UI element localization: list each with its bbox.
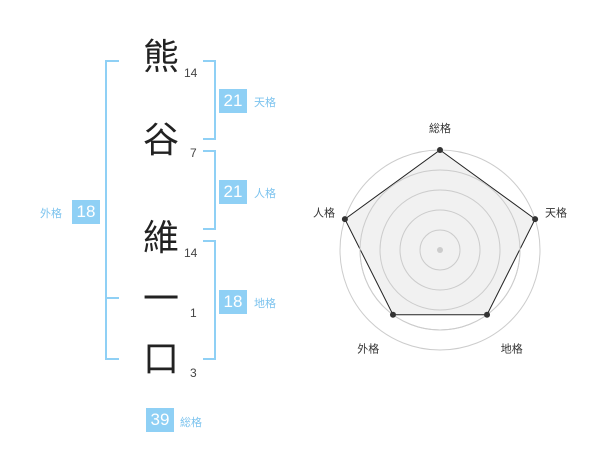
radar-axis-label-2: 天格 [545, 205, 567, 219]
radar-axis-label-4: 外格 [357, 342, 379, 356]
gaikaku-bracket [105, 60, 119, 360]
radar-axis-label-5: 人格 [313, 205, 335, 219]
stroke-count-3: 14 [184, 246, 198, 260]
tenkaku-value: 21 [219, 89, 247, 113]
name-char-5: 口 [142, 339, 179, 380]
radar-ring-overlay-4 [359, 169, 521, 331]
radar-point-4 [389, 311, 396, 318]
soukaku-value: 39 [146, 408, 174, 432]
name-char-4: 一 [142, 279, 179, 320]
stroke-count-2: 7 [190, 146, 197, 160]
radar-point-1 [437, 147, 443, 153]
radar-point-3 [484, 311, 491, 318]
jinkaku-bracket [203, 150, 216, 230]
name-char-1: 熊 [142, 37, 179, 78]
chikaku-value: 18 [219, 290, 247, 314]
jinkaku-value: 21 [219, 180, 247, 204]
radar-point-2 [532, 216, 539, 223]
radar-ring-overlay-2 [399, 209, 481, 291]
chikaku-label: 地格 [254, 297, 276, 310]
gaikaku-label: 外格 [40, 207, 62, 220]
name-char-2: 谷 [142, 120, 179, 161]
name-char-3: 維 [142, 218, 179, 259]
gaikaku-bracket-divider [105, 297, 119, 299]
radar-axis-label-3: 地格 [501, 342, 523, 356]
radar-axis-label-1: 総格 [429, 121, 451, 135]
radar-point-5 [341, 216, 348, 223]
chikaku-bracket [203, 240, 216, 360]
jinkaku-label: 人格 [254, 187, 276, 200]
radar-ring-overlay-3 [379, 189, 501, 311]
radar-series-polygon [344, 149, 536, 316]
tenkaku-bracket [203, 60, 216, 140]
tenkaku-label: 天格 [254, 96, 276, 109]
stroke-count-1: 14 [184, 66, 198, 80]
radar-ring-overlay-1 [419, 229, 461, 271]
stroke-count-5: 3 [190, 366, 197, 380]
gaikaku-value: 18 [72, 200, 100, 224]
radar-center-point [437, 247, 443, 253]
stroke-count-4: 1 [190, 306, 197, 320]
soukaku-label: 総格 [180, 416, 202, 429]
